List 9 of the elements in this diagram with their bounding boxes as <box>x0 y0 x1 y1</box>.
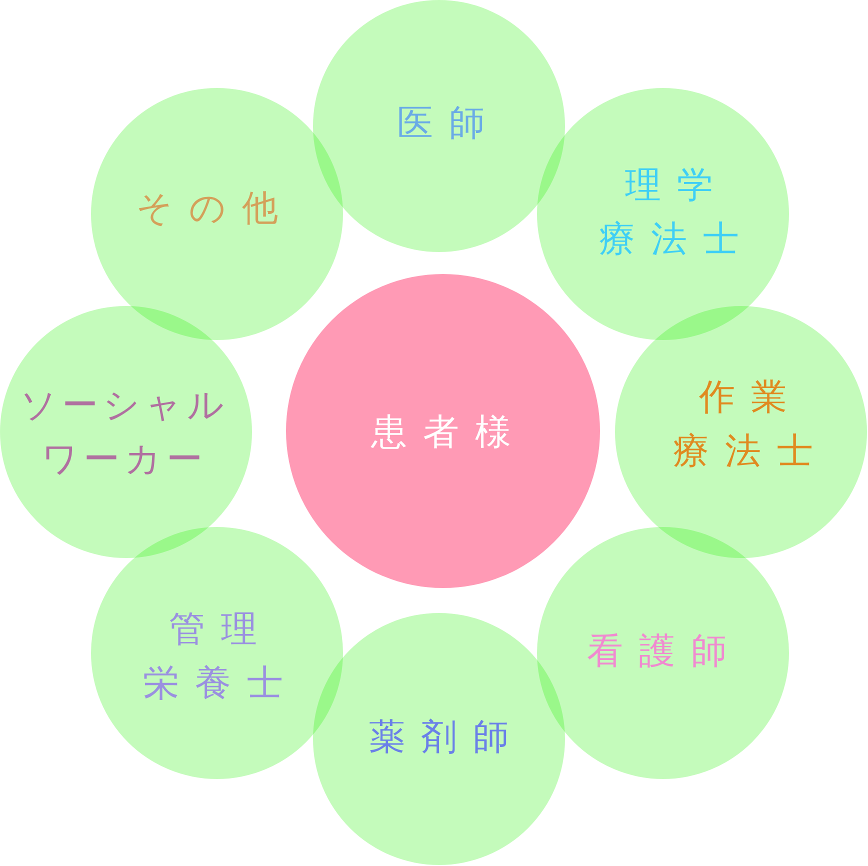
circle-label: 薬剤師 <box>369 716 509 760</box>
circle-label: 医師 <box>397 102 485 146</box>
circle-label: その他 <box>136 187 278 231</box>
circle-label: 管理栄養士 <box>143 608 283 706</box>
circle-label: 看護師 <box>587 630 727 674</box>
circle-label: 患者様 <box>371 411 511 455</box>
circle-label: 理学療法士 <box>599 164 739 262</box>
circle-label: 作業療法士 <box>673 376 813 474</box>
circle-label: ソーシャルワーカー <box>20 384 224 482</box>
